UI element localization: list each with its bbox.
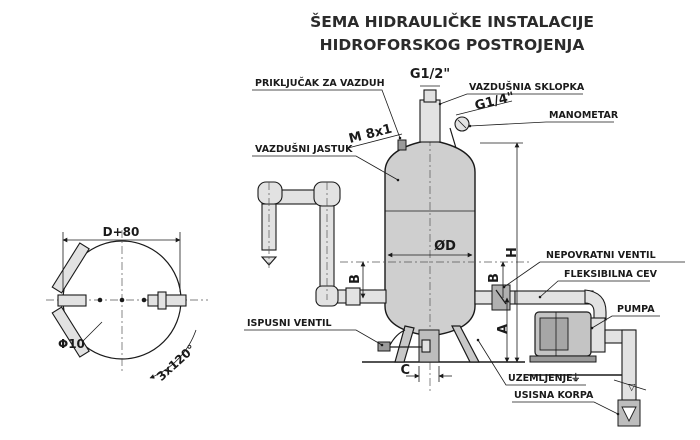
air-connection-valve [397,139,407,151]
dimension-phi10: Φ10 [58,337,85,351]
dimension-height: H [505,247,520,258]
label-suction-basket: USISNA KORPA [514,390,594,401]
suction-pipe: ▽ [604,329,647,427]
dimension-g12: G1/2" [410,67,450,82]
label-grounding: UZEMLJENJE [508,373,573,384]
dimension-c: C [400,363,410,378]
pump [529,311,606,363]
tank-foot-right [451,325,480,363]
plan-view: D+80 Φ10 3x120° [46,225,208,384]
label-air-cushion: VAZDUŠNI JASTUK [255,143,353,155]
dimension-a: A [496,324,511,334]
title-line-1: ŠEMA HIDRAULIČKE INSTALACIJE [310,12,594,31]
title-line-2: HIDROFORSKOG POSTROJENJA [320,36,585,54]
label-flex-hose: FLEKSIBILNA CEV [564,269,658,280]
plan-view-pipe-right [147,294,187,307]
plan-view-foot-top [51,242,90,294]
manometer-fitting [449,116,470,149]
plan-view-foot-bottom [51,306,90,358]
pressure-tank: ØD [340,89,530,392]
label-drain-valve: ISPUSNI VENTIL [247,318,332,329]
plan-view-pipe-left [57,294,87,307]
tank-foot-left [394,325,415,363]
dimension-angle: 3x120° [154,342,198,384]
ground-symbol: ⏚ [571,373,581,384]
dimension-diameter: ØD [434,239,456,254]
suction-arrow-annotation: ▽ [628,382,636,393]
dimension-d80: D+80 [103,225,140,239]
dimension-b-left: B [348,274,363,284]
dimension-m8: M 8x1 [347,122,393,147]
drain-valve-assembly [377,329,431,353]
dimension-b-right: B [487,273,502,283]
air-switch-body [419,99,441,143]
label-air-switch: VAZDUŠNIA SKLOPKA [469,81,585,93]
label-manometer: MANOMETAR [549,110,619,121]
left-pipe-run [257,181,387,307]
label-air-connection: PRIKLJUČAK ZA VAZDUH [255,77,385,89]
label-check-valve: NEPOVRATNI VENTIL [546,250,656,261]
label-pump: PUMPA [617,304,655,315]
